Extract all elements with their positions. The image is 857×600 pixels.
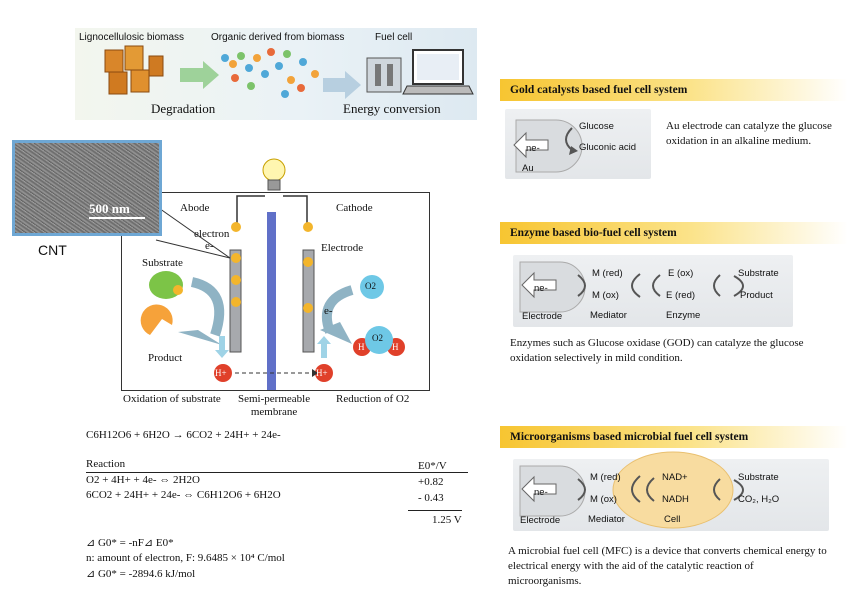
lignocellulosic-label: Lignocellulosic biomass [79, 32, 185, 43]
reaction-2-e: - 0.43 [418, 492, 444, 504]
o2-molecule [360, 275, 384, 299]
micro-mediator-label: Mediator [588, 514, 625, 525]
water-o2-label: O2 [372, 333, 383, 343]
oxidation-label: Oxidation of substrate [123, 393, 221, 405]
nadh-label: NADH [662, 494, 689, 505]
banner-illustration [104, 45, 474, 99]
reaction-header: Reaction [86, 458, 126, 470]
co2-label: CO₂, H₂O [738, 494, 780, 505]
scale-bar [89, 217, 145, 219]
sum-rule [408, 510, 462, 511]
degradation-label: Degradation [151, 101, 216, 116]
laptop-icon [402, 49, 474, 95]
enzyme-ne-label: ne- [534, 283, 548, 294]
electrode-label: Electrode [321, 242, 364, 254]
product-label: Product [148, 352, 183, 364]
gibbs-formula: ⊿ G0* = -nF⊿ E0* [86, 537, 174, 549]
cell-label: Cell [664, 514, 681, 525]
e-ox-label: E (ox) [668, 268, 694, 279]
reaction-1: O2 + 4H+ + 4e- ⇔ 2H2O [86, 474, 200, 486]
biomass-banner: Lignocellulosic biomass Organic derived … [75, 28, 477, 120]
molecules-icon [221, 48, 319, 98]
fuel-cell-box-icon [366, 57, 402, 93]
enzyme-product-label: Product [740, 290, 773, 301]
enzyme-label: Enzyme [666, 310, 701, 321]
cathode-label: Cathode [336, 202, 373, 214]
reduction-label: Reduction of O2 [336, 393, 410, 405]
enzyme-electrode-label: Electrode [522, 311, 563, 322]
glucose-label: Glucose [579, 121, 614, 132]
conversion-arrow-icon [323, 71, 361, 99]
abode-label: Abode [180, 202, 210, 214]
mediator-label: Mediator [590, 310, 627, 321]
electron-e-label: e- [205, 240, 214, 252]
enzyme-description: Enzymes such as Glucose oxidase (GOD) ca… [510, 337, 804, 364]
cell-ellipse [612, 451, 734, 529]
water-h2-label: H [392, 342, 399, 352]
gold-header: Gold catalysts based fuel cell system [500, 79, 848, 101]
au-label: Au [522, 163, 534, 174]
degradation-arrow-icon [180, 61, 219, 89]
water-h1-label: H [358, 342, 365, 352]
overall-equation: C6H12O6 + 6H2O → 6CO2 + 24H+ + 24e- [86, 429, 281, 441]
cathode-e-label: e- [324, 305, 333, 317]
water-molecule [365, 326, 393, 354]
enzyme-header: Enzyme based bio-fuel cell system [500, 222, 848, 244]
gluconic-label: Gluconic acid [579, 142, 637, 153]
enzyme-m-red-label: M (red) [592, 268, 623, 279]
e-header: E0*/V [418, 460, 447, 472]
nad-label: NAD+ [662, 472, 688, 483]
cathode-electrode [302, 249, 315, 353]
reaction-2: 6CO2 + 24H+ + 24e- ⇔ C6H12O6 + 6H2O [86, 489, 281, 501]
enzyme-substrate-label: Substrate [738, 268, 779, 279]
cnt-scale-label: 500 nm [89, 201, 130, 216]
electron-label: electron [194, 228, 230, 240]
membrane-label: Semi-permeable membrane [238, 393, 311, 418]
micro-m-red-label: M (red) [590, 472, 621, 483]
biomass-blocks-icon [104, 45, 164, 95]
n-definition: n: amount of electron, F: 9.6485 × 10⁴ C… [86, 552, 285, 564]
h-plus-right-label: H+ [316, 368, 328, 378]
cnt-label: CNT [38, 242, 67, 258]
h-plus-left-label: H+ [215, 368, 227, 378]
membrane-bar [267, 212, 276, 390]
reaction-1-e: +0.82 [418, 476, 444, 488]
fuel-cell-frame [121, 192, 430, 391]
light-bulb-icon [262, 158, 286, 191]
fuel-cell-label: Fuel cell [375, 32, 413, 43]
gold-description: Au electrode can catalyze the glucose ox… [666, 120, 832, 147]
o2-label: O2 [365, 281, 376, 291]
micro-header: Microorganisms based microbial fuel cell… [500, 426, 848, 448]
product-blob [140, 304, 173, 335]
enzyme-m-ox-label: M (ox) [592, 290, 619, 301]
micro-ne-label: ne- [534, 487, 548, 498]
micro-m-ox-label: M (ox) [590, 494, 617, 505]
gibbs-value: ⊿ G0* = -2894.6 kJ/mol [86, 568, 196, 580]
energy-conversion-label: Energy conversion [343, 101, 441, 116]
micro-electrode-label: Electrode [520, 515, 561, 526]
organic-label: Organic derived from biomass [211, 32, 345, 43]
micro-description: A microbial fuel cell (MFC) is a device … [508, 545, 827, 587]
cnt-micrograph: 500 nm [12, 140, 162, 236]
micro-substrate-label: Substrate [738, 472, 779, 483]
e-red-label: E (red) [666, 290, 696, 301]
substrate-label: Substrate [142, 257, 183, 269]
total-e: 1.25 V [432, 514, 462, 526]
gold-ne-label: ne- [526, 143, 540, 154]
anode-curve-arrow [190, 277, 225, 337]
table-rule [86, 472, 468, 473]
